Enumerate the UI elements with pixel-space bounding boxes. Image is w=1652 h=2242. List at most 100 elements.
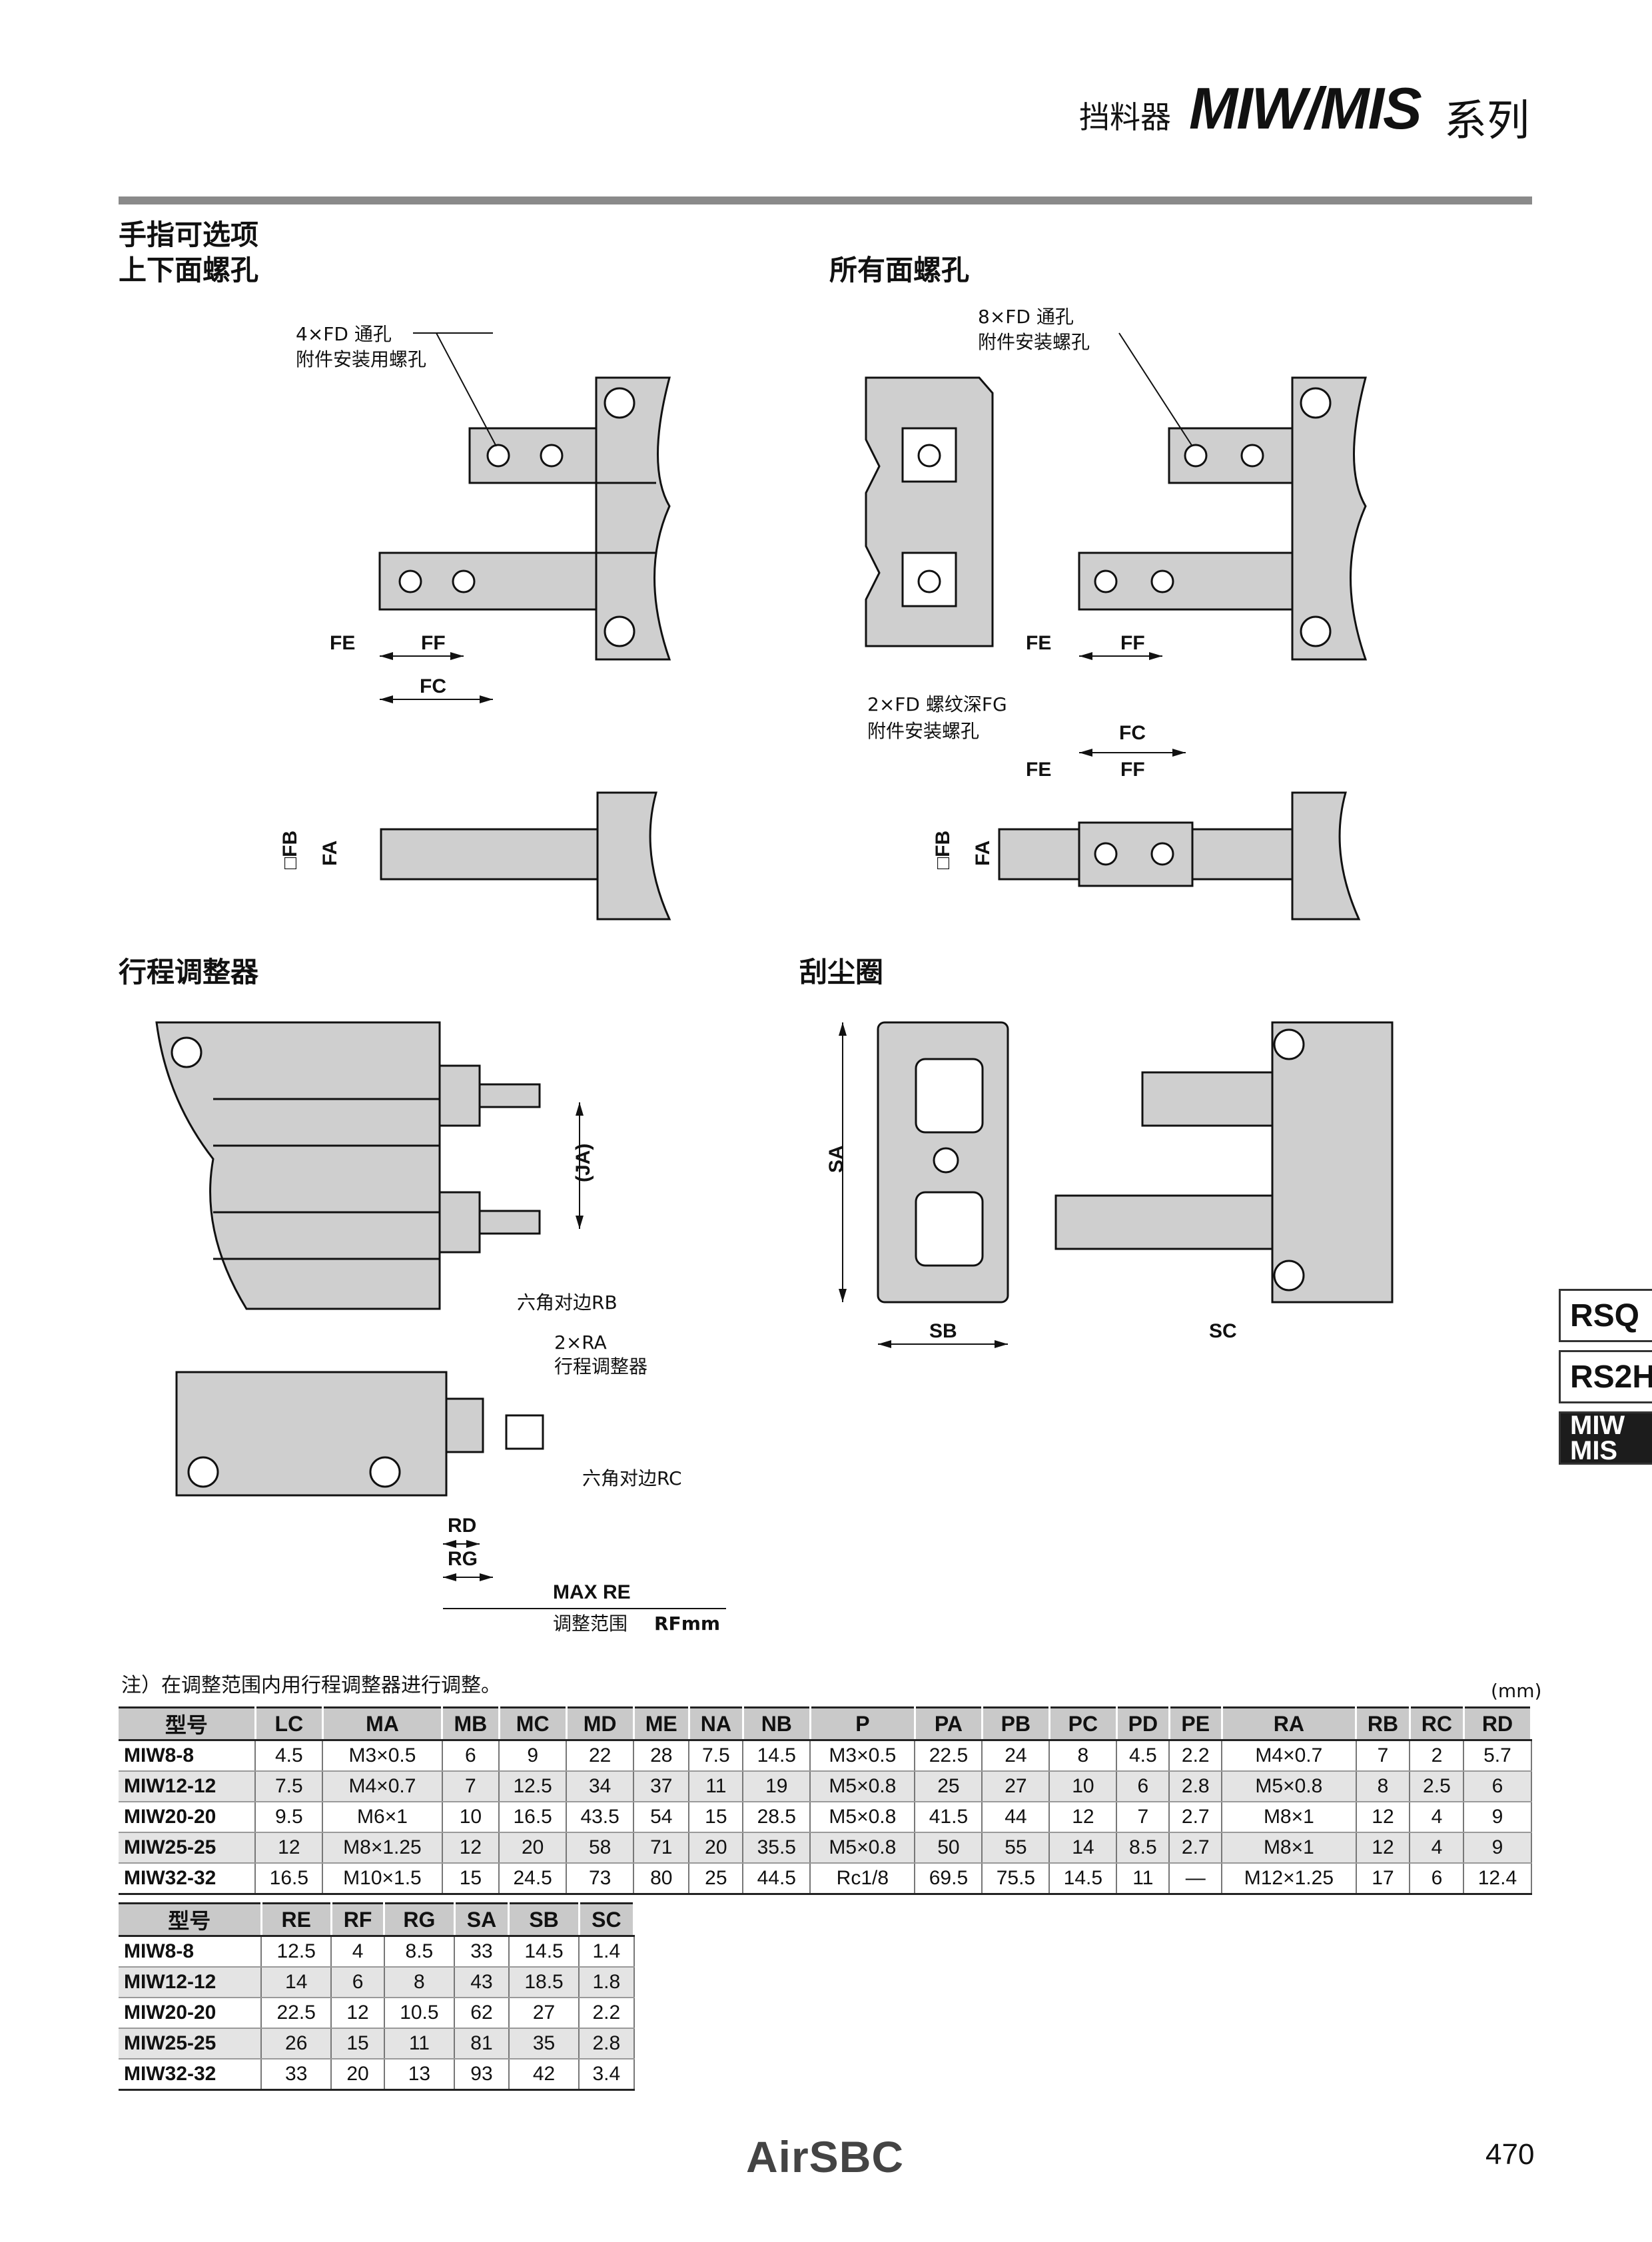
tab-rs2h[interactable]: RS2H — [1559, 1350, 1652, 1403]
table-cell: 15 — [689, 1802, 744, 1833]
table-cell: 17 — [1356, 1863, 1411, 1895]
tab-rsq[interactable]: RSQ — [1559, 1289, 1652, 1342]
dim-sa: SA — [825, 1145, 847, 1173]
table-cell: 14 — [261, 1967, 332, 1998]
dim-fc-1: FC — [420, 675, 446, 697]
model-cell: MIW8-8 — [119, 1740, 256, 1772]
table1-header-17: RC — [1410, 1706, 1465, 1741]
table-cell: 22.5 — [261, 1998, 332, 2029]
tab-miw-mis[interactable]: MIW MIS — [1559, 1411, 1652, 1465]
table1-header-12: PC — [1049, 1706, 1118, 1741]
table-cell: 6 — [1116, 1771, 1170, 1802]
model-cell: MIW25-25 — [119, 2028, 262, 2059]
model-cell: MIW25-25 — [119, 1832, 256, 1864]
body-block-1 — [595, 376, 671, 661]
label-hex-rc: 六角对边RC — [582, 1467, 682, 1489]
table-cell: M10×1.5 — [322, 1863, 443, 1895]
table-cell: 26 — [261, 2028, 332, 2059]
table-cell: 6 — [331, 1967, 385, 1998]
model-cell: MIW12-12 — [119, 1967, 262, 1998]
table2-header-5: SB — [508, 1902, 580, 1937]
table-cell: 5.7 — [1463, 1740, 1532, 1772]
table-cell: 33 — [454, 1936, 510, 1968]
table-cell: 18.5 — [508, 1967, 580, 1998]
model-cell: MIW32-32 — [119, 2059, 262, 2091]
table-cell: 8 — [1356, 1771, 1411, 1802]
table1-header-1: LC — [255, 1706, 324, 1741]
table-cell: M5×0.8 — [810, 1802, 916, 1833]
table-cell: 7 — [1356, 1740, 1411, 1772]
all-sides-holes-title: 所有面螺孔 — [829, 254, 970, 286]
table1-header-4: MC — [499, 1706, 568, 1741]
table1-header-9: P — [810, 1706, 916, 1741]
table-cell: 9 — [1463, 1802, 1532, 1833]
dim-fe-1: FE — [330, 632, 355, 654]
table-cell: 11 — [1116, 1863, 1170, 1895]
table-cell: 25 — [915, 1771, 983, 1802]
table-cell: M8×1.25 — [322, 1832, 443, 1864]
table-cell: 13 — [384, 2059, 456, 2091]
label-attach-screw: 附件安装螺孔 — [978, 331, 1090, 353]
table2-header-3: RG — [384, 1902, 456, 1937]
dim-fc-2: FC — [1119, 722, 1146, 744]
model-cell: MIW32-32 — [119, 1863, 256, 1895]
table-cell: 2.5 — [1410, 1771, 1465, 1802]
body-side-1 — [596, 791, 671, 921]
dim-rd: RD — [448, 1515, 476, 1537]
table-cell: 4.5 — [1116, 1740, 1170, 1772]
table-cell: 12.5 — [261, 1936, 332, 1968]
label-8xfd: 8×FD 通孔 — [978, 306, 1074, 328]
table-cell: 12.5 — [499, 1771, 568, 1802]
table-cell: 9.5 — [255, 1802, 324, 1833]
label-adjust-range: 调整范围 — [553, 1613, 628, 1635]
table-cell: 81 — [454, 2028, 510, 2059]
table-cell: 15 — [331, 2028, 385, 2059]
header-series: MIW/MIS — [1189, 75, 1422, 141]
table-cell: 4.5 — [255, 1740, 324, 1772]
table-cell: 44 — [982, 1802, 1050, 1833]
table-cell: 14.5 — [1049, 1863, 1118, 1895]
table-cell: 14 — [1049, 1832, 1118, 1864]
table-cell: 58 — [566, 1832, 635, 1864]
table-cell: 62 — [454, 1998, 510, 2029]
table-cell: 7 — [1116, 1802, 1170, 1833]
table-cell: 50 — [915, 1832, 983, 1864]
table-cell: 1.4 — [579, 1936, 635, 1968]
table-cell: 34 — [566, 1771, 635, 1802]
table-cell: 16.5 — [255, 1863, 324, 1895]
table-cell: 75.5 — [982, 1863, 1050, 1895]
table2-header-2: RF — [331, 1902, 386, 1937]
table-cell: M12×1.25 — [1222, 1863, 1357, 1895]
page-number: 470 — [1485, 2138, 1535, 2171]
top-bottom-holes-title: 上下面螺孔 — [119, 254, 259, 286]
table-cell: 22 — [566, 1740, 635, 1772]
finger-options-title: 手指可选项 — [119, 218, 259, 251]
table-cell: 2.2 — [1169, 1740, 1223, 1772]
table-cell: 2 — [1410, 1740, 1465, 1772]
dim-rg: RG — [448, 1548, 478, 1570]
table-cell: 24 — [982, 1740, 1050, 1772]
table-cell: 12 — [1356, 1832, 1411, 1864]
table-cell: 14.5 — [508, 1936, 580, 1968]
table-cell: 9 — [1463, 1832, 1532, 1864]
model-cell: MIW20-20 — [119, 1802, 256, 1833]
table-cell: 16.5 — [499, 1802, 568, 1833]
table-cell: 14.5 — [743, 1740, 811, 1772]
table-cell: 54 — [633, 1802, 690, 1833]
label-hex-rb: 六角对边RB — [517, 1292, 618, 1313]
table-cell: 28.5 — [743, 1802, 811, 1833]
table-cell: 43 — [454, 1967, 510, 1998]
table-cell: M3×0.5 — [810, 1740, 916, 1772]
table-cell: 42 — [508, 2059, 580, 2091]
label-attach-hole: 附件安装用螺孔 — [296, 348, 427, 370]
table-cell: 8 — [1049, 1740, 1118, 1772]
table-cell: 4 — [1410, 1802, 1465, 1833]
table-cell: 20 — [331, 2059, 385, 2091]
model-cell: MIW12-12 — [119, 1771, 256, 1802]
table-cell: 43.5 — [566, 1802, 635, 1833]
table-cell: 12.4 — [1463, 1863, 1532, 1895]
table-cell: 28 — [633, 1740, 690, 1772]
table-cell: 2.7 — [1169, 1802, 1223, 1833]
